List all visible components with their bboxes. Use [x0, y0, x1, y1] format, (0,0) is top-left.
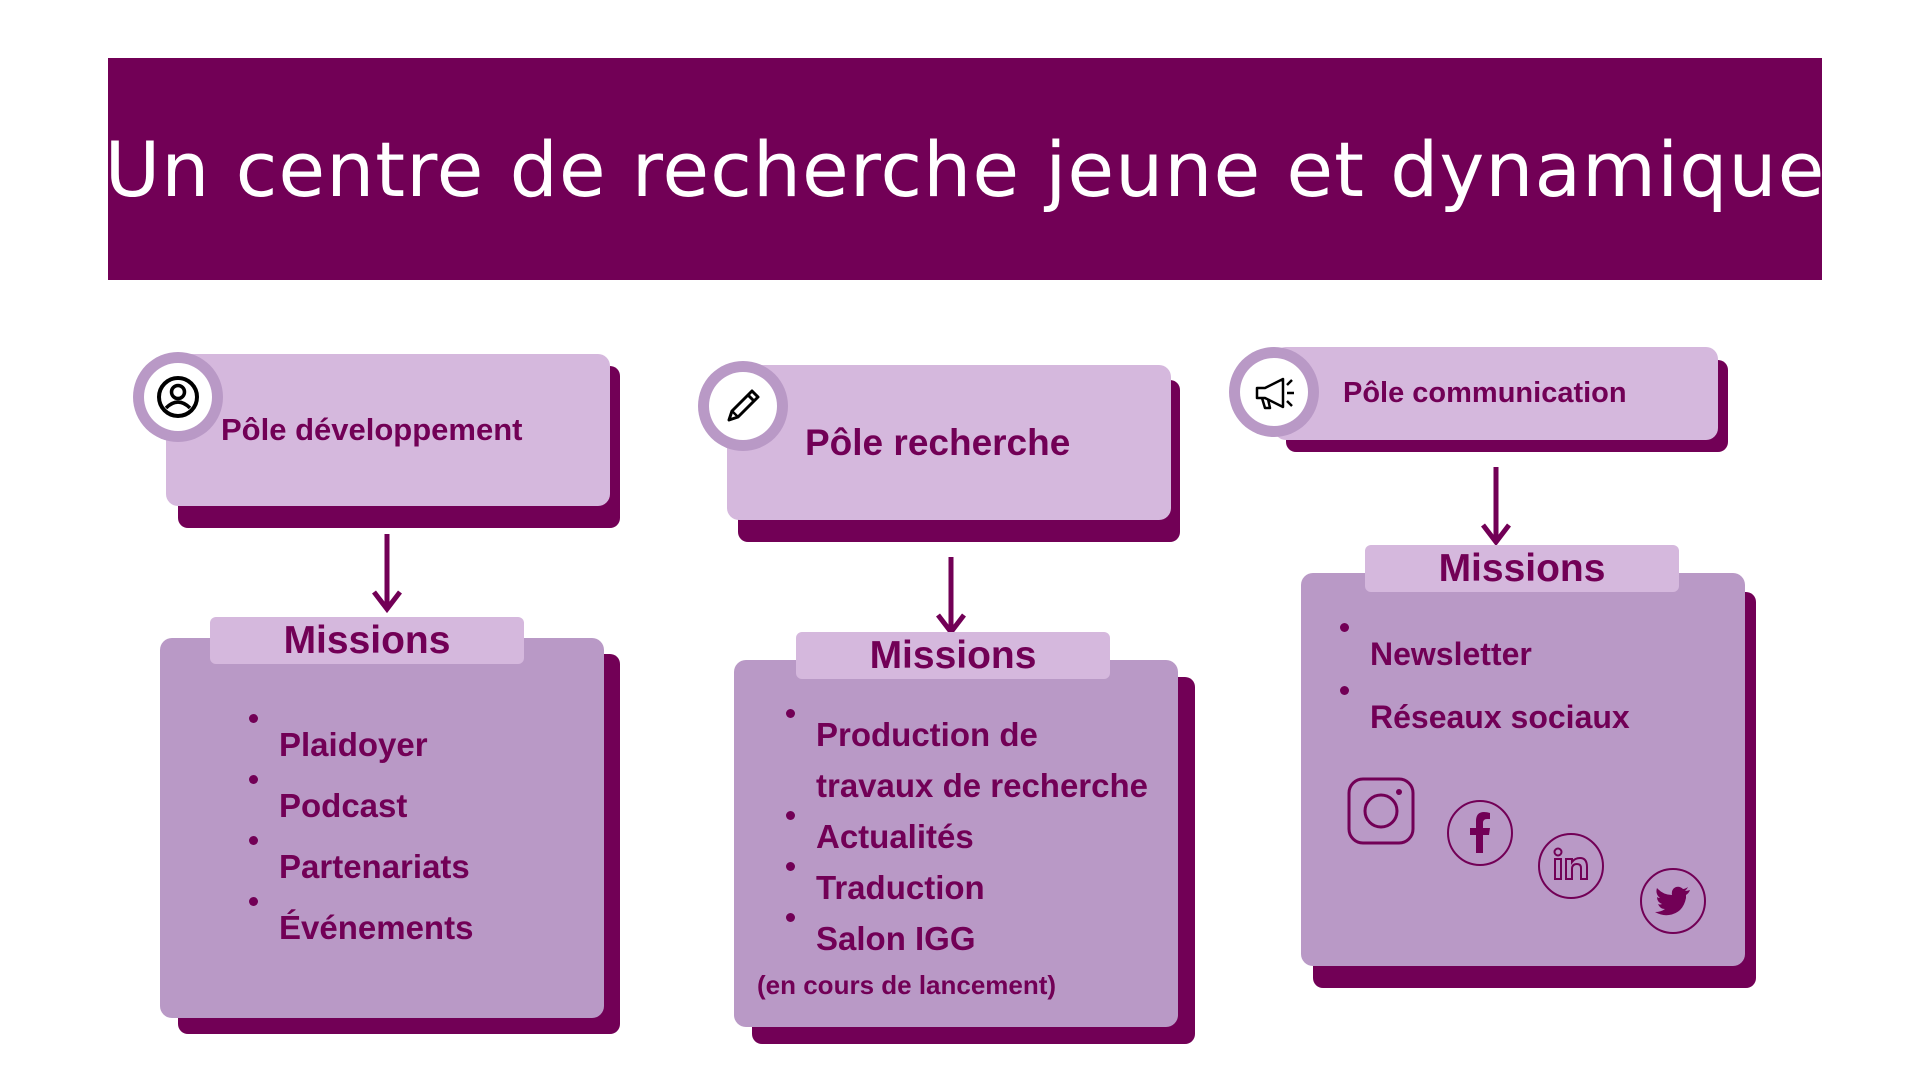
pole-icon-ring	[133, 352, 223, 442]
list-item: Réseaux sociaux	[1340, 686, 1630, 749]
instagram-icon[interactable]	[1346, 776, 1416, 846]
title-banner: Un centre de recherche jeune et dynamiqu…	[105, 58, 1824, 280]
list-item: Actualités	[785, 811, 1148, 862]
list-item: Partenariats	[248, 836, 473, 897]
missions-tab: Missions	[1365, 545, 1679, 592]
list-item: Événements	[248, 897, 473, 958]
pole-icon-ring	[698, 361, 788, 451]
pole-label: Pôle communication	[1343, 377, 1627, 409]
list-item: Traduction	[785, 862, 1148, 913]
arrow-down-icon	[1481, 467, 1511, 547]
megaphone-icon	[1255, 377, 1294, 410]
missions-tab: Missions	[796, 632, 1110, 679]
list-item-continuation: travaux de recherche	[816, 767, 1149, 804]
pencil-icon	[727, 389, 760, 422]
linkedin-icon[interactable]	[1536, 831, 1606, 901]
list-item: Newsletter	[1340, 623, 1630, 686]
list-item: Plaidoyer	[248, 714, 473, 775]
user-circle-icon	[157, 376, 199, 418]
missions-tab: Missions	[210, 617, 524, 664]
list-item: Production de	[785, 709, 1148, 760]
facebook-icon[interactable]	[1445, 798, 1515, 868]
missions-card-recherche	[734, 660, 1178, 1027]
missions-list-communication: Newsletter Réseaux sociaux	[1340, 623, 1630, 749]
pole-label: Pôle recherche	[805, 421, 1071, 463]
pole-header-developpement: Pôle développement	[166, 354, 610, 506]
arrow-down-icon	[936, 557, 966, 637]
page-title: Un centre de recherche jeune et dynamiqu…	[104, 124, 1826, 214]
pole-header-communication: Pôle communication	[1274, 347, 1718, 440]
mission-note: (en cours de lancement)	[757, 970, 1057, 1000]
pole-icon-ring	[1229, 347, 1319, 437]
missions-list-recherche: Production de travaux de recherche Actua…	[785, 709, 1149, 964]
pole-label: Pôle développement	[221, 412, 523, 447]
pole-header-recherche: Pôle recherche	[727, 365, 1171, 520]
list-item: Podcast	[248, 775, 473, 836]
twitter-icon[interactable]	[1638, 866, 1708, 936]
list-item: Salon IGG	[785, 913, 1148, 964]
missions-card-developpement	[160, 638, 604, 1018]
missions-list-developpement: Plaidoyer Podcast Partenariats Événement…	[248, 714, 473, 958]
arrow-down-icon	[372, 534, 402, 614]
